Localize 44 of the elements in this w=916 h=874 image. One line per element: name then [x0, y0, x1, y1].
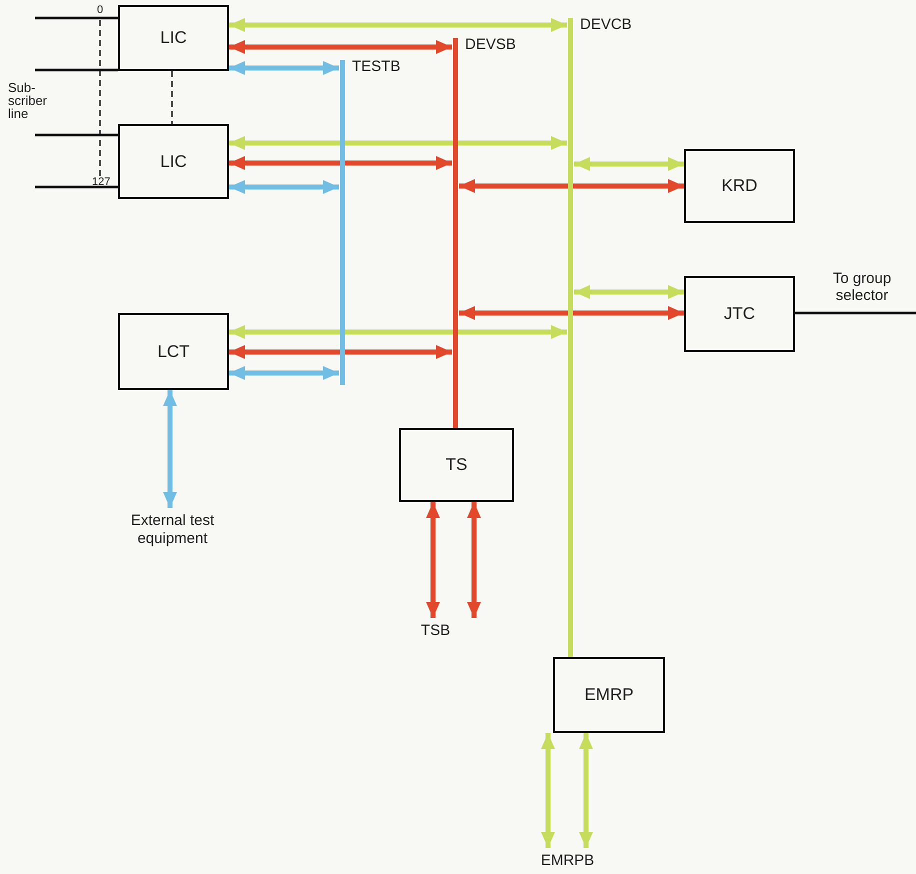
double-arrow — [459, 179, 684, 193]
double-arrow — [426, 502, 440, 618]
unit-box: TS — [399, 428, 514, 502]
unit-box: LCT — [118, 313, 229, 390]
double-arrow — [163, 390, 177, 508]
double-arrow — [229, 40, 452, 54]
double-arrow — [579, 733, 593, 848]
bus-bar — [568, 18, 573, 410]
double-arrow — [574, 285, 684, 299]
double-arrow — [229, 180, 339, 194]
line — [453, 400, 458, 428]
double-arrow — [229, 136, 567, 150]
double-arrow — [229, 325, 567, 339]
unit-box: EMRP — [553, 657, 665, 733]
terminal-label: EMRPB — [530, 850, 605, 872]
line — [795, 312, 916, 314]
line — [568, 410, 573, 657]
double-arrow — [229, 61, 339, 75]
line-number: 0 — [97, 4, 104, 17]
dashed-line — [171, 71, 173, 124]
double-arrow — [574, 157, 684, 171]
line — [35, 68, 118, 72]
double-arrow — [229, 345, 452, 359]
line — [35, 186, 118, 188]
double-arrow — [459, 306, 684, 320]
terminal-label: TSB — [413, 620, 458, 642]
double-arrow — [229, 18, 567, 32]
bus-bar — [453, 38, 458, 400]
double-arrow — [467, 502, 481, 618]
line-number: 127 — [92, 176, 112, 189]
double-arrow — [229, 156, 452, 170]
unit-box: JTC — [684, 276, 795, 352]
unit-box: LIC — [118, 124, 229, 199]
bus-label: DEVCB — [580, 16, 632, 34]
bus-label: TESTB — [352, 58, 400, 76]
double-arrow — [229, 366, 339, 380]
unit-box: LIC — [118, 5, 229, 71]
terminal-label: External test equipment — [105, 510, 240, 550]
unit-box: KRD — [684, 149, 795, 223]
bus-bar — [340, 60, 345, 385]
line — [35, 134, 118, 136]
bus-label: DEVSB — [465, 36, 516, 54]
double-arrow — [541, 733, 555, 848]
line — [35, 16, 118, 20]
